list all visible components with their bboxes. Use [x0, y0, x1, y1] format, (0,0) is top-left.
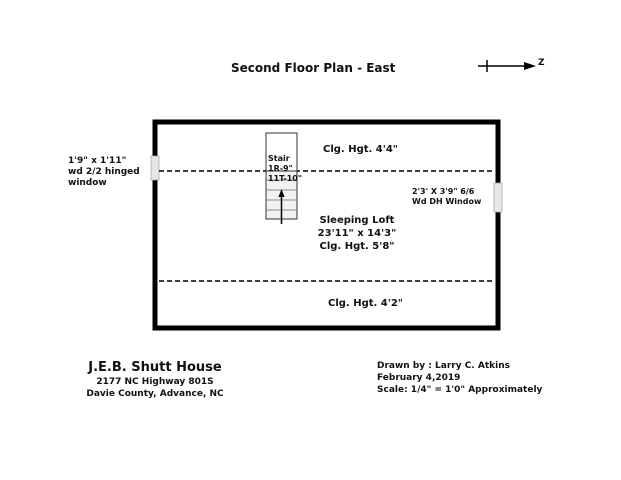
room-label-sleeping-loft: Sleeping Loft 23'11" x 14'3" Clg. Hgt. 5… — [317, 215, 397, 252]
house-address: 2177 NC Highway 801S — [96, 377, 214, 387]
drawn-by: Drawn by : Larry C. Atkins — [377, 361, 510, 371]
left-window-note: 1'9" x 1'11" wd 2/2 hinged window — [68, 156, 140, 188]
right-window — [493, 182, 503, 213]
ceiling-height-upper: Clg. Hgt. 4'4" — [323, 144, 398, 155]
ceiling-height-lower: Clg. Hgt. 4'2" — [328, 298, 403, 309]
left-window — [150, 155, 160, 181]
north-arrow: Z — [476, 58, 546, 74]
stair-label: Stair 1R-9" 11T-10" — [268, 154, 303, 183]
house-location: Davie County, Advance, NC — [86, 389, 224, 399]
house-info: J.E.B. Shutt House 2177 NC Highway 801S … — [70, 360, 240, 400]
drawing-date: February 4,2019 — [377, 373, 461, 383]
right-window-note: 2'3' X 3'9" 6/6 Wd DH Window — [412, 187, 482, 206]
exterior-walls — [152, 119, 501, 331]
north-label: Z — [538, 58, 545, 68]
drawing-scale: Scale: 1/4" = 1'0" Approximately — [377, 385, 543, 395]
drawing-credits: Drawn by : Larry C. Atkins February 4,20… — [377, 360, 542, 396]
plan-title: Second Floor Plan - East — [231, 61, 396, 75]
north-arrow-icon — [478, 60, 536, 72]
house-name: J.E.B. Shutt House — [88, 360, 222, 375]
